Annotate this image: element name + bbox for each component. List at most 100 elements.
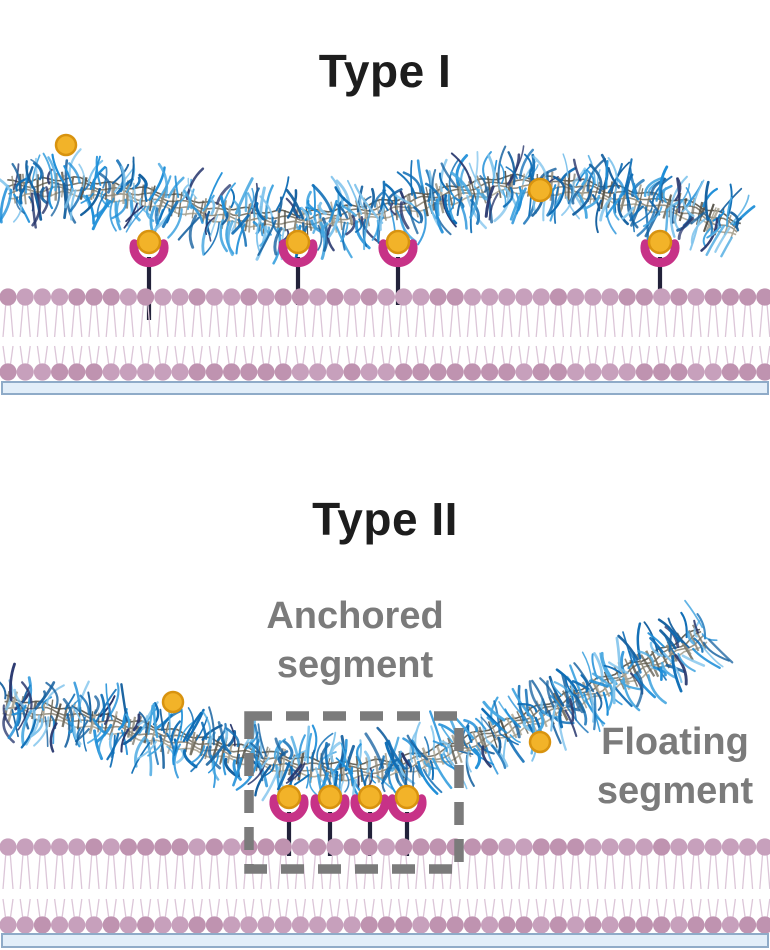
lipid-head xyxy=(85,363,103,381)
anchor-ligand-ball xyxy=(285,229,311,255)
panel1-title: Type I xyxy=(318,45,452,97)
lipid-head xyxy=(360,838,378,856)
lipid-head xyxy=(635,838,654,856)
lipid-head xyxy=(515,288,533,306)
lipid-head xyxy=(463,363,481,381)
lipid-head xyxy=(532,916,550,934)
lipid-head xyxy=(188,916,206,934)
lipid-head xyxy=(257,363,275,381)
lipid-head xyxy=(704,916,722,934)
lipid-head xyxy=(446,288,464,306)
lipid-head xyxy=(326,916,344,934)
receptor-crescent xyxy=(269,794,309,823)
lipid-head xyxy=(739,288,757,306)
lipid-head xyxy=(291,288,309,306)
lipid-head xyxy=(412,288,430,306)
lipid-head xyxy=(756,838,770,856)
lipid-head xyxy=(85,288,103,306)
lipid-head xyxy=(653,916,671,934)
lipid-head xyxy=(687,916,705,934)
lipid-head xyxy=(446,363,464,381)
lipid-head xyxy=(257,288,275,306)
lipid-head xyxy=(137,838,155,856)
lipid-head xyxy=(412,916,430,934)
anchor-ligand-ball xyxy=(317,784,343,810)
anchor-ligand-ball xyxy=(357,784,383,810)
anchored-segment-label: Anchored segment xyxy=(266,595,444,687)
lipid-head xyxy=(549,838,568,856)
lipid-head xyxy=(119,916,137,934)
lipid-head xyxy=(0,916,17,934)
lipid-head xyxy=(670,916,688,934)
lipid-head xyxy=(515,838,533,856)
lipid-head xyxy=(739,838,757,856)
lipid-head xyxy=(756,363,770,381)
ligand-ball xyxy=(527,177,553,203)
anchor-ligand-ball xyxy=(394,784,420,810)
lipid-head xyxy=(291,916,309,934)
lipid-head xyxy=(154,838,172,856)
free-ligands-1 xyxy=(54,133,553,203)
lipid-head xyxy=(687,288,705,306)
lipid-head xyxy=(291,838,309,856)
lipid-head xyxy=(635,363,654,381)
lipid-head xyxy=(739,363,757,381)
lipid-head xyxy=(240,916,258,934)
lipid-head xyxy=(618,363,636,381)
lipid-head xyxy=(119,838,137,856)
lipid-head xyxy=(721,288,740,306)
lipid-head xyxy=(0,363,17,381)
lipid-head xyxy=(205,916,223,934)
lipid-head xyxy=(756,288,770,306)
lipid-head xyxy=(68,838,86,856)
lipid-head xyxy=(601,363,619,381)
lipid-head xyxy=(0,838,17,856)
support-surface xyxy=(1,933,769,948)
lipid-head xyxy=(137,363,155,381)
lipid-head xyxy=(223,838,241,856)
lipid-head xyxy=(309,363,327,381)
ligand-ball xyxy=(54,133,78,157)
lipid-head xyxy=(343,363,361,381)
lipid-head xyxy=(85,838,103,856)
lipid-head xyxy=(429,838,447,856)
floating-segment-label: Floating segment xyxy=(596,721,754,813)
receptor-crescent xyxy=(278,239,318,268)
lipid-head xyxy=(16,363,34,381)
lipid-head xyxy=(51,916,69,934)
lipid-head xyxy=(653,838,671,856)
lipid-head xyxy=(343,838,361,856)
lipid-head xyxy=(188,363,206,381)
lipid-head xyxy=(291,363,309,381)
lipid-head xyxy=(343,916,361,934)
lipid-head xyxy=(446,916,464,934)
lipid-head xyxy=(395,838,413,856)
lipid-head xyxy=(223,363,241,381)
lipid-head xyxy=(721,363,740,381)
lipid-head xyxy=(377,288,395,306)
lipid-head xyxy=(429,916,447,934)
lipid-head xyxy=(395,288,413,306)
lipid-head xyxy=(171,838,189,856)
lipid-head xyxy=(119,288,137,306)
lipid-head xyxy=(653,288,671,306)
lipid-head xyxy=(687,363,705,381)
lipid-head xyxy=(205,838,223,856)
lipid-head xyxy=(549,916,568,934)
lipid-head xyxy=(584,916,602,934)
lipid-head xyxy=(360,288,378,306)
lipid-head xyxy=(188,288,206,306)
lipid-head xyxy=(567,288,585,306)
lipid-head xyxy=(549,288,568,306)
lipid-head xyxy=(51,838,69,856)
lipid-head xyxy=(481,288,499,306)
lipid-head xyxy=(584,288,602,306)
lipid-head xyxy=(653,363,671,381)
lipid-head xyxy=(532,288,550,306)
lipid-head xyxy=(16,838,34,856)
lipid-head xyxy=(171,916,189,934)
lipid-head xyxy=(704,838,722,856)
lipid-head xyxy=(618,916,636,934)
lipid-head xyxy=(68,288,86,306)
